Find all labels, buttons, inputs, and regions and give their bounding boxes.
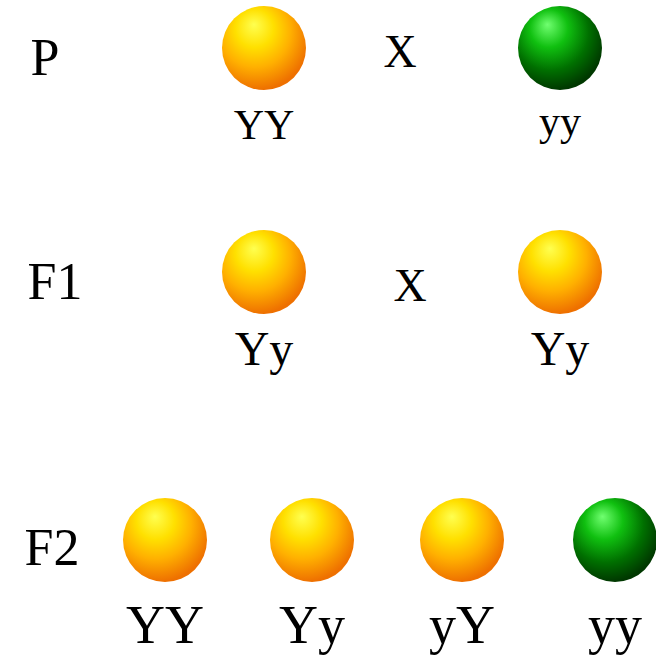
- pea-svg: [516, 230, 604, 316]
- pea-circle: [518, 230, 602, 314]
- genotype-label: yy: [571, 598, 658, 652]
- genotype-label: YY: [220, 104, 308, 146]
- genotype-label: Yy: [220, 325, 308, 373]
- pea-node: YY: [121, 498, 209, 661]
- genotype-label: yy: [516, 100, 604, 142]
- genotype-label: Yy: [268, 598, 356, 652]
- generation-label: F2: [25, 522, 80, 574]
- genotype-label: YY: [121, 598, 209, 652]
- pea-svg: [220, 230, 308, 316]
- pea-circle: [518, 6, 602, 90]
- pea-svg: [121, 498, 209, 584]
- pea-circle: [573, 498, 656, 582]
- pea-node: yy: [568, 498, 656, 661]
- genotype-label: Yy: [516, 325, 604, 373]
- cross-symbol: X: [393, 263, 426, 309]
- pea-node: yy: [516, 6, 604, 150]
- pea-circle: [270, 498, 354, 582]
- genotype-label: yY: [418, 598, 506, 652]
- pea-node: Yy: [220, 230, 308, 382]
- pea-svg: [568, 498, 656, 584]
- pea-node: yY: [418, 498, 506, 661]
- generation-label: F1: [28, 256, 83, 308]
- pea-svg: [516, 6, 604, 92]
- pea-circle: [123, 498, 207, 582]
- pea-node: Yy: [516, 230, 604, 382]
- pea-circle: [222, 6, 306, 90]
- pea-node: YY: [220, 6, 308, 154]
- pea-svg: [220, 6, 308, 92]
- generation-label: P: [31, 32, 60, 84]
- cross-symbol: X: [383, 29, 416, 75]
- pea-circle: [222, 230, 306, 314]
- pea-circle: [420, 498, 504, 582]
- pea-svg: [418, 498, 506, 584]
- pea-node: Yy: [268, 498, 356, 661]
- pea-svg: [268, 498, 356, 584]
